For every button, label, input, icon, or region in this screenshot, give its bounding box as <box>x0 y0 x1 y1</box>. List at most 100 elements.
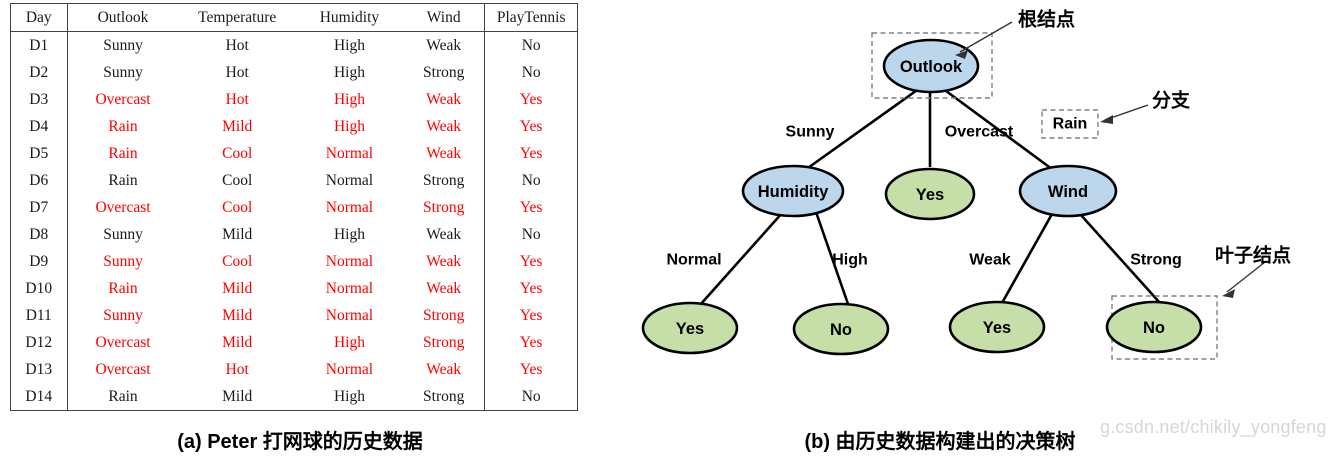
cell-wind: Strong <box>423 334 465 351</box>
cell-humidity: Normal <box>325 280 374 297</box>
column-header-playtennis: PlayTennis <box>484 3 578 32</box>
cell-humidity: High <box>333 334 365 351</box>
cell-wind: Strong <box>423 199 465 216</box>
annotation-arrow-root-node <box>959 21 1013 53</box>
cell-day: D12 <box>10 329 68 356</box>
caption-b: (b) 由历史数据构建出的决策树 <box>804 431 1076 453</box>
cell-temperature: Hot <box>225 37 249 54</box>
cell-wind: Weak <box>426 118 462 135</box>
node-shape-wind <box>1018 164 1118 218</box>
edge-label-overcast: Overcast <box>945 124 1014 141</box>
cell-outlook: Overcast <box>66 329 179 356</box>
cell-outlook: Sunny <box>66 221 179 248</box>
column-header-outlook: Outlook <box>66 3 179 32</box>
cell-wind: Strong <box>423 172 465 189</box>
cell-temperature: Mild <box>222 334 253 351</box>
cell-temperature: Hot <box>225 64 249 81</box>
tree-node-wind[interactable]: Wind <box>1018 164 1118 218</box>
annotation-label-leaf-node: 叶子结点 <box>1215 244 1291 267</box>
node-label-leaf-weak-yes: Yes <box>983 319 1011 337</box>
cell-playtennis: No <box>484 59 578 86</box>
cell-outlook: Overcast <box>66 86 179 113</box>
edge-root-to-wind <box>941 86 1057 174</box>
cell-temperature: Mild <box>222 388 253 405</box>
tree-node-leaf-strong-no[interactable]: No <box>1105 300 1203 354</box>
edge-wind-to-no <box>1079 213 1161 304</box>
cell-wind: Weak <box>426 91 462 108</box>
cell-humidity: High <box>333 64 365 81</box>
cell-humidity: High <box>333 37 365 54</box>
cell-day: D1 <box>10 31 68 59</box>
cell-humidity: High <box>333 91 365 108</box>
tree-node-overcast-yes[interactable]: Yes <box>884 167 976 221</box>
column-header-humidity: Humidity <box>295 3 404 32</box>
tree-node-outlook[interactable]: Outlook <box>882 38 980 94</box>
cell-temperature: Cool <box>222 172 253 189</box>
cell-playtennis: Yes <box>484 113 578 140</box>
cell-humidity: High <box>333 118 365 135</box>
cell-humidity: Normal <box>325 307 374 324</box>
tree-node-leaf-normal-yes[interactable]: Yes <box>641 301 739 355</box>
tree-node-leaf-weak-yes[interactable]: Yes <box>948 300 1046 354</box>
node-shape-outlook <box>882 38 980 94</box>
node-label-overcast-yes: Yes <box>916 186 944 204</box>
cell-outlook: Sunny <box>66 31 179 59</box>
cell-temperature: Cool <box>222 253 253 270</box>
cell-outlook: Sunny <box>66 302 179 329</box>
cell-wind: Strong <box>423 388 465 405</box>
node-label-outlook: Outlook <box>900 58 963 76</box>
cell-playtennis: Yes <box>484 302 578 329</box>
dashed-box-leaf-node <box>1111 295 1218 360</box>
edge-label-high: High <box>832 252 868 269</box>
caption-a: (a) Peter 打网球的历史数据 <box>177 431 423 453</box>
cell-temperature: Mild <box>222 307 253 324</box>
table-header-row: Day Outlook Temperature Humidity Wind Pl… <box>10 3 578 32</box>
edge-wind-to-yes <box>1000 213 1054 304</box>
cell-playtennis: No <box>484 167 578 194</box>
cell-wind: Weak <box>426 145 462 162</box>
annotation-leaf-node: 叶子结点 <box>1215 244 1291 298</box>
cell-day: D9 <box>10 248 68 275</box>
tree-node-leaf-high-no[interactable]: No <box>792 302 890 356</box>
node-shape-humidity <box>741 164 845 218</box>
cell-humidity: High <box>333 226 365 243</box>
annotation-arrowhead-branch <box>1100 115 1113 124</box>
tree-node-humidity[interactable]: Humidity <box>741 164 845 218</box>
column-header-wind: Wind <box>403 3 485 32</box>
node-label-leaf-strong-no: No <box>1143 319 1165 337</box>
cell-wind: Weak <box>426 253 462 270</box>
cell-playtennis: Yes <box>484 140 578 167</box>
column-header-day: Day <box>10 3 68 32</box>
cell-wind: Weak <box>426 37 462 54</box>
cell-wind: Weak <box>426 280 462 297</box>
cell-outlook: Rain <box>66 167 179 194</box>
cell-wind: Weak <box>426 226 462 243</box>
cell-day: D13 <box>10 356 68 383</box>
annotation-arrow-leaf-node <box>1226 261 1266 293</box>
column-header-temperature: Temperature <box>178 3 296 32</box>
cell-playtennis: Yes <box>484 86 578 113</box>
decision-tree-panel: Outlook Humidity Yes Wind Yes <box>620 0 1332 460</box>
node-label-humidity: Humidity <box>758 183 829 201</box>
edge-humidity-to-yes <box>699 211 784 306</box>
cell-playtennis: No <box>484 383 578 411</box>
cell-day: D3 <box>10 86 68 113</box>
annotation-arrowhead-leaf-node <box>1222 289 1235 298</box>
cell-temperature: Mild <box>222 118 253 135</box>
dashed-box-branch-rain <box>1041 109 1099 139</box>
cell-outlook: Rain <box>66 383 179 411</box>
table-panel: Day Outlook Temperature Humidity Wind Pl… <box>0 0 600 460</box>
node-label-leaf-normal-yes: Yes <box>676 320 704 338</box>
